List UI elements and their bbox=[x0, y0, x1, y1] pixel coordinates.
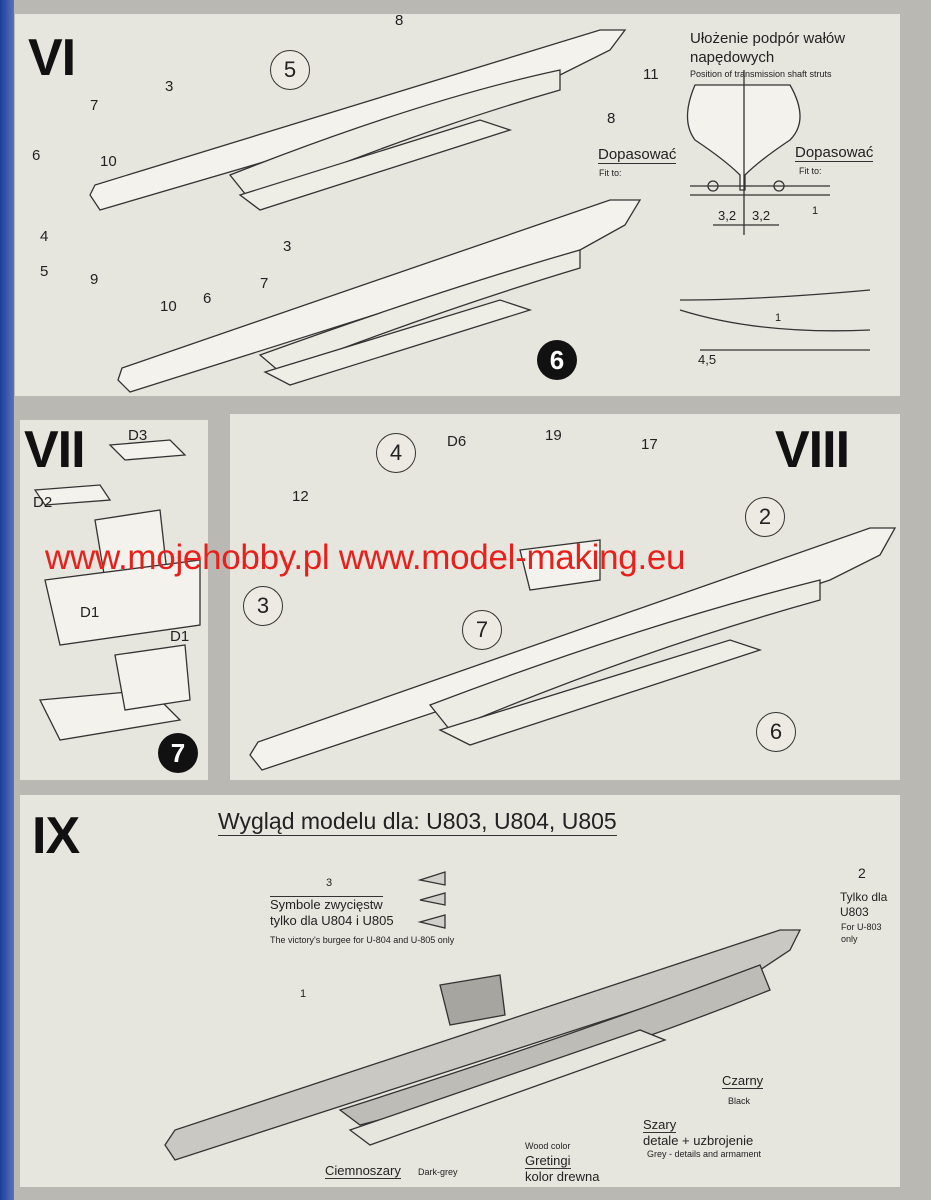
assembly-circle-6: 6 bbox=[756, 712, 796, 752]
step-vii-title: VII bbox=[24, 421, 86, 479]
part-label: 11 bbox=[643, 66, 659, 83]
submarine-vi-upper bbox=[89, 29, 627, 211]
grey-label: Szary bbox=[643, 1117, 677, 1133]
part-label: 5 bbox=[40, 263, 49, 280]
only-label-pl: Tylko dla bbox=[840, 890, 888, 904]
part-label: 8 bbox=[395, 12, 404, 29]
black-label: Czarny bbox=[722, 1073, 764, 1089]
part-label: 10 bbox=[160, 298, 177, 315]
assembly-circle-5: 5 bbox=[270, 50, 310, 90]
part-label: 10 bbox=[100, 153, 117, 170]
grey-label-en: Grey - details and armament bbox=[647, 1149, 762, 1159]
wood-label-en: Wood color bbox=[525, 1141, 571, 1151]
submarine-ix bbox=[164, 871, 802, 1161]
assembly-circle-3: 3 bbox=[243, 586, 283, 626]
dim-height: 1 bbox=[812, 205, 819, 217]
part-label: 3 bbox=[326, 877, 333, 889]
watermark: www.mojehobby.pl www.model-making.eu bbox=[45, 538, 686, 577]
part-label: 7 bbox=[90, 97, 99, 114]
dim-left: 3,2 bbox=[718, 208, 737, 223]
part-label: 3 bbox=[283, 238, 292, 255]
part-label: 19 bbox=[545, 427, 562, 444]
ix-heading: Wygląd modelu dla: U803, U804, U805 bbox=[218, 808, 617, 836]
part-label: 4 bbox=[40, 228, 49, 245]
only-label-pl-2: U803 bbox=[840, 905, 869, 919]
part-label: 9 bbox=[90, 271, 99, 288]
sheet-edge bbox=[0, 0, 14, 1200]
grey-label-2: detale + uzbrojenie bbox=[643, 1133, 754, 1148]
dim-right: 3,2 bbox=[752, 208, 771, 223]
fit-left-label: Dopasować bbox=[598, 146, 677, 164]
victory-label-pl-2: tylko dla U804 i U805 bbox=[270, 913, 394, 928]
black-label-en: Black bbox=[728, 1096, 751, 1106]
part-label: D1 bbox=[170, 628, 190, 645]
victory-label-pl: Symbole zwycięstw bbox=[270, 896, 383, 912]
wood-label-2: kolor drewna bbox=[525, 1169, 600, 1184]
part-label: D1 bbox=[80, 604, 100, 621]
assembly-circle-4: 4 bbox=[376, 433, 416, 473]
result-badge-6: 6 bbox=[537, 340, 577, 380]
wood-label: Gretingi bbox=[525, 1153, 571, 1169]
fit-right-label: Dopasować bbox=[795, 144, 874, 162]
assembly-circle-2: 2 bbox=[745, 497, 785, 537]
step-viii-title: VIII bbox=[775, 421, 850, 479]
part-label: 17 bbox=[641, 436, 658, 453]
submarine-vii-parts bbox=[33, 439, 201, 741]
step-ix-title: IX bbox=[32, 807, 80, 865]
strut-title: Ułożenie podpór wałów bbox=[690, 30, 846, 47]
dim-side-length: 4,5 bbox=[698, 352, 717, 367]
only-label-en-2: only bbox=[841, 934, 858, 944]
submarine-vi-lower bbox=[117, 199, 642, 393]
victory-label-en: The victory's burgee for U-804 and U-805… bbox=[270, 935, 455, 945]
dim-side-height: 1 bbox=[775, 312, 782, 324]
part-label: 6 bbox=[32, 147, 41, 164]
shaft-strut-diagram bbox=[679, 70, 871, 351]
part-label: 6 bbox=[203, 290, 212, 307]
part-label: D3 bbox=[128, 427, 148, 444]
darkgrey-label-en: Dark-grey bbox=[418, 1167, 458, 1177]
part-label: D2 bbox=[33, 494, 53, 511]
only-label-en: For U-803 bbox=[841, 922, 882, 932]
part-label: 8 bbox=[607, 110, 616, 127]
fit-right-en: Fit to: bbox=[799, 166, 822, 176]
strut-subtitle: Position of transmission shaft struts bbox=[690, 69, 832, 79]
step-vi-title: VI bbox=[28, 29, 76, 87]
strut-title-2: napędowych bbox=[690, 49, 775, 66]
part-label: 1 bbox=[300, 988, 307, 1000]
assembly-circle-7: 7 bbox=[462, 610, 502, 650]
darkgrey-label: Ciemnoszary bbox=[325, 1163, 401, 1179]
submarine-viii bbox=[249, 527, 897, 771]
part-label: 2 bbox=[858, 865, 866, 881]
part-label: 7 bbox=[260, 275, 269, 292]
part-label: 12 bbox=[292, 488, 309, 505]
result-badge-7: 7 bbox=[158, 733, 198, 773]
part-label: D6 bbox=[447, 433, 467, 450]
fit-left-en: Fit to: bbox=[599, 168, 622, 178]
part-label: 3 bbox=[165, 78, 174, 95]
